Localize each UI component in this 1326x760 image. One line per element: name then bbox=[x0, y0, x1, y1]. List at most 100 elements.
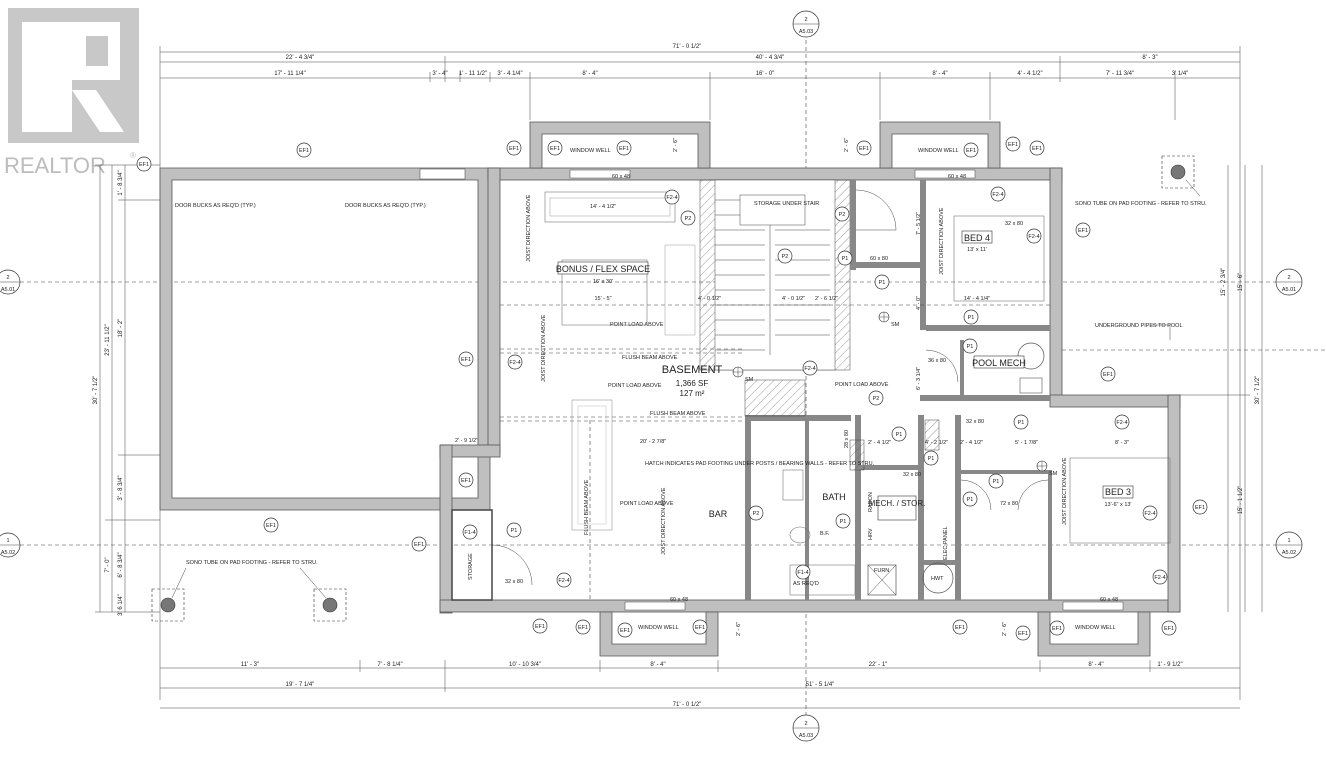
room-bonus: BONUS / FLEX SPACE bbox=[556, 264, 650, 274]
window-well-label-1: WINDOW WELL bbox=[570, 148, 611, 154]
furniture bbox=[544, 191, 1171, 596]
dim-top-b: 40' - 4 3/4" bbox=[756, 55, 785, 61]
section-marker-bottom: 2 A5.03 bbox=[792, 714, 820, 742]
svg-text:P1: P1 bbox=[879, 280, 886, 286]
dim-bot2-f: 8' - 4" bbox=[1088, 662, 1103, 668]
svg-text:F2-4: F2-4 bbox=[804, 366, 815, 372]
dim-int-12: 4' - 0 1/2" bbox=[698, 296, 721, 302]
dim-int-3: 8' - 3" bbox=[1115, 440, 1129, 446]
tag-ef1: EF1 bbox=[1015, 625, 1031, 641]
door-label-d8: 28 x 80 bbox=[844, 430, 850, 448]
svg-text:A5.03: A5.03 bbox=[799, 733, 813, 739]
svg-text:EF1: EF1 bbox=[550, 146, 560, 152]
tag-ef1: EF1 bbox=[506, 140, 522, 156]
interior-dimensions: 2' - 9 1/2" 20' - 2 7/8" 8' - 3" 5' - 1 … bbox=[455, 204, 1129, 446]
door-label-d3: 32 x 80 bbox=[966, 419, 984, 425]
label-hrv: HRV bbox=[868, 528, 874, 540]
section-marker-left-1: 2 A5.01 bbox=[0, 269, 1300, 295]
dim-top2-i: 7' - 11 3/4" bbox=[1106, 71, 1134, 77]
section-marker-left-2: 1 A5.02 bbox=[0, 532, 1300, 558]
svg-text:F2-4: F2-4 bbox=[1116, 420, 1127, 426]
dim-left2-a: 1' - 8 3/4" bbox=[118, 170, 124, 195]
svg-text:EF1: EF1 bbox=[1008, 142, 1018, 148]
svg-text:SM: SM bbox=[891, 322, 900, 328]
interior-walls: STORAGE UNDER STAIR 4' - 0 1/2" 4' - 0 1… bbox=[451, 179, 1052, 601]
tag-ef1: EF1 bbox=[136, 156, 152, 172]
dim-bot2-a: 11' - 3" bbox=[241, 662, 259, 668]
tag-ef1: EF1 bbox=[963, 142, 979, 158]
tag-ef1: EF1 bbox=[1100, 366, 1116, 382]
dim-int-6: 4' - 2 1/2" bbox=[925, 440, 948, 446]
svg-text:EF1: EF1 bbox=[461, 357, 471, 363]
label-furn: FURN bbox=[874, 568, 889, 574]
dim-left2-d: 6' - 8 3/4" bbox=[118, 552, 124, 577]
door-label-d2: 36 x 80 bbox=[928, 358, 946, 364]
dim-int-5: 2' - 4 1/2" bbox=[868, 440, 891, 446]
door-label-d6: 32 x 80 bbox=[505, 579, 523, 585]
tag-ef1: EF1 bbox=[263, 517, 279, 533]
svg-text:A5.01: A5.01 bbox=[1, 287, 15, 293]
window-label-2: 60 x 48 bbox=[948, 174, 966, 180]
window-well-label-4: WINDOW WELL bbox=[1075, 625, 1116, 631]
svg-text:F1-4: F1-4 bbox=[464, 530, 475, 536]
section-marker-right-2: 1 A5.02 bbox=[1275, 531, 1303, 559]
dim-top2-j: 3' 1/4" bbox=[1172, 71, 1189, 77]
dim-right-total: 30' - 7 1/2" bbox=[1255, 376, 1261, 405]
dim-int-2: 20' - 2 7/8" bbox=[640, 439, 666, 445]
window-label-3: 60 x 48 bbox=[670, 597, 688, 603]
notes: SONO TUBE ON PAD FOOTING - REFER TO STRU… bbox=[186, 194, 1326, 566]
tag-p1: P1 bbox=[874, 274, 890, 290]
doors: 60 x 80 36 x 80 32 x 80 32 x 80 72 x 80 … bbox=[844, 189, 1049, 511]
svg-text:EF1: EF1 bbox=[299, 148, 309, 154]
tag-p2: P2 bbox=[748, 505, 764, 521]
svg-text:EF1: EF1 bbox=[535, 624, 545, 630]
svg-text:A5.01: A5.01 bbox=[1282, 287, 1296, 293]
room-bath: BATH bbox=[822, 492, 845, 502]
dim-bot2-c: 10' - 10 3/4" bbox=[509, 662, 541, 668]
note-joist-5: JOIST DIRECTION ABOVE bbox=[1062, 457, 1068, 525]
note-point-load-2: POINT LOAD ABOVE bbox=[608, 383, 662, 389]
tag-ef1: EF1 bbox=[952, 619, 968, 635]
ww-depth-4: 2' - 6" bbox=[1002, 622, 1008, 636]
tag-ef1: EF1 bbox=[547, 140, 563, 156]
svg-text:F1-4: F1-4 bbox=[797, 570, 808, 576]
svg-text:P1: P1 bbox=[967, 344, 974, 350]
tag-ef1: EF1 bbox=[1005, 136, 1021, 152]
dim-top2-b: 3' - 4" bbox=[432, 71, 447, 77]
window-well-label-3: WINDOW WELL bbox=[638, 625, 679, 631]
tag-f24: F2-4 bbox=[1152, 569, 1168, 585]
tag-f14: F1-4 bbox=[795, 564, 811, 580]
label-radon: RADON bbox=[868, 492, 874, 512]
window-label-4: 60 x 48 bbox=[1100, 597, 1118, 603]
dim-int-10: 4' - 0" bbox=[916, 296, 922, 310]
tag-ef1: EF1 bbox=[1161, 620, 1177, 636]
note-point-load-4: POINT LOAD ABOVE bbox=[620, 501, 674, 507]
svg-text:EF1: EF1 bbox=[1052, 626, 1062, 632]
note-sono-tube-left: SONO TUBE ON PAD FOOTING - REFER TO STRU… bbox=[186, 560, 318, 566]
svg-text:P1: P1 bbox=[896, 432, 903, 438]
tag-p1: P1 bbox=[962, 338, 978, 354]
room-bed4-size: 13' x 11' bbox=[967, 247, 987, 253]
svg-text:EF1: EF1 bbox=[461, 478, 471, 484]
svg-text:2: 2 bbox=[804, 17, 807, 23]
room-bed3-size: 13'-6" x 13' bbox=[1105, 502, 1132, 508]
tag-ef1: EF1 bbox=[616, 140, 632, 156]
dim-bot-b: 51' - 5 1/4" bbox=[806, 682, 835, 688]
tag-p1: P1 bbox=[835, 513, 851, 529]
dim-bot2-e: 22' - 1" bbox=[869, 662, 888, 668]
top-dimensions: 71' - 0 1/2" 22' - 4 3/4" 40' - 4 3/4" 8… bbox=[159, 44, 1241, 700]
svg-text:P2: P2 bbox=[839, 212, 846, 218]
label-elec: ELEC PANEL bbox=[943, 526, 949, 560]
tag-f24: F2-4 bbox=[802, 360, 818, 376]
window-label-1: 60 x 48 bbox=[612, 174, 630, 180]
svg-text:EF1: EF1 bbox=[1103, 372, 1113, 378]
ww-depth-1: 2' - 6" bbox=[673, 138, 679, 152]
svg-text:P1: P1 bbox=[968, 315, 975, 321]
svg-text:P1: P1 bbox=[967, 497, 974, 503]
sono-tubes bbox=[151, 155, 1201, 622]
tags: EF1 EF1 EF1 EF1 EF1 EF1 EF1 EF1 EF1 EF1 … bbox=[136, 136, 1208, 641]
dim-left2-e: 3' 6 1/4" bbox=[118, 594, 124, 616]
note-door-bucks-right: DOOR BUCKS AS REQ'D (TYP.) bbox=[345, 203, 426, 209]
dim-int-14: 2' - 6 1/2" bbox=[815, 296, 838, 302]
tag-ef1: EF1 bbox=[458, 351, 474, 367]
